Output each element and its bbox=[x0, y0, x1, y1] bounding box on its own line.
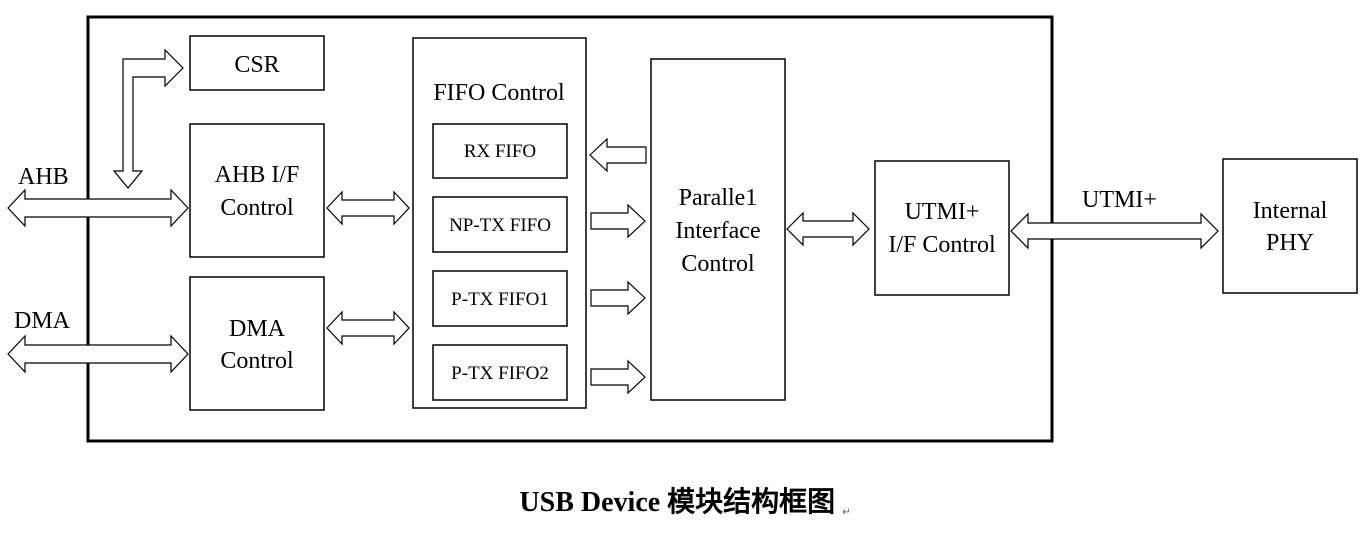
csr-link-arrow bbox=[112, 48, 184, 189]
rx-fifo-block bbox=[432, 123, 568, 179]
parallel-if-label-line3: Control bbox=[681, 251, 755, 277]
utmi-phy-arrow bbox=[1010, 212, 1219, 250]
paragraph-mark-icon: ↵ bbox=[842, 507, 851, 518]
ahb-if-label-line1: AHB I/F bbox=[215, 162, 300, 188]
p-tx-fifo1-label: P-TX FIFO1 bbox=[451, 289, 549, 310]
internal-phy-label-line2: PHY bbox=[1266, 230, 1314, 256]
figure-caption-text: USB Device 模块结构框图 bbox=[519, 487, 836, 518]
p-tx-fifo1-arrow bbox=[590, 280, 646, 316]
rx-fifo-arrow bbox=[589, 137, 647, 173]
p-tx-fifo1-block bbox=[432, 270, 568, 327]
utmi-if-label-line1: UTMI+ bbox=[905, 199, 980, 225]
internal-phy-block bbox=[1222, 158, 1358, 294]
parallel-if-label-line2: Interface bbox=[675, 218, 760, 244]
ahb-bus-arrow bbox=[7, 188, 189, 228]
utmi-bus-label: UTMI+ bbox=[1082, 187, 1157, 213]
ahb-if-label-line2: Control bbox=[220, 195, 294, 221]
np-tx-fifo-arrow bbox=[590, 203, 646, 239]
ahb-fifo-arrow bbox=[326, 190, 410, 226]
dma-bus-label: DMA bbox=[14, 308, 71, 334]
csr-label: CSR bbox=[234, 52, 279, 78]
rx-fifo-label: RX FIFO bbox=[464, 141, 536, 162]
dma-bus-arrow bbox=[7, 334, 189, 374]
np-tx-fifo-label: NP-TX FIFO bbox=[449, 215, 551, 236]
ahb-if-control-block bbox=[189, 123, 325, 258]
parallel-interface-control-block bbox=[650, 58, 786, 401]
ahb-bus-label: AHB bbox=[18, 164, 69, 190]
fifo-control-label: FIFO Control bbox=[433, 80, 565, 106]
np-tx-fifo-block bbox=[432, 196, 568, 253]
utmi-if-control-block bbox=[874, 160, 1010, 296]
dma-fifo-arrow bbox=[326, 310, 410, 346]
figure-caption: USB Device 模块结构框图 ↵ bbox=[0, 480, 1370, 520]
p-tx-fifo2-arrow bbox=[590, 359, 646, 395]
internal-phy-label-line1: Internal bbox=[1253, 198, 1328, 224]
dma-control-label-line2: Control bbox=[220, 348, 294, 374]
dma-control-label-line1: DMA bbox=[229, 316, 286, 342]
utmi-if-label-line2: I/F Control bbox=[888, 232, 996, 258]
p-tx-fifo2-label: P-TX FIFO2 bbox=[451, 363, 549, 384]
p-tx-fifo2-block bbox=[432, 344, 568, 401]
csr-block bbox=[189, 35, 325, 91]
dma-control-block bbox=[189, 276, 325, 411]
parallel-utmi-arrow bbox=[786, 211, 870, 247]
parallel-if-label-line1: Paralle1 bbox=[679, 185, 758, 211]
